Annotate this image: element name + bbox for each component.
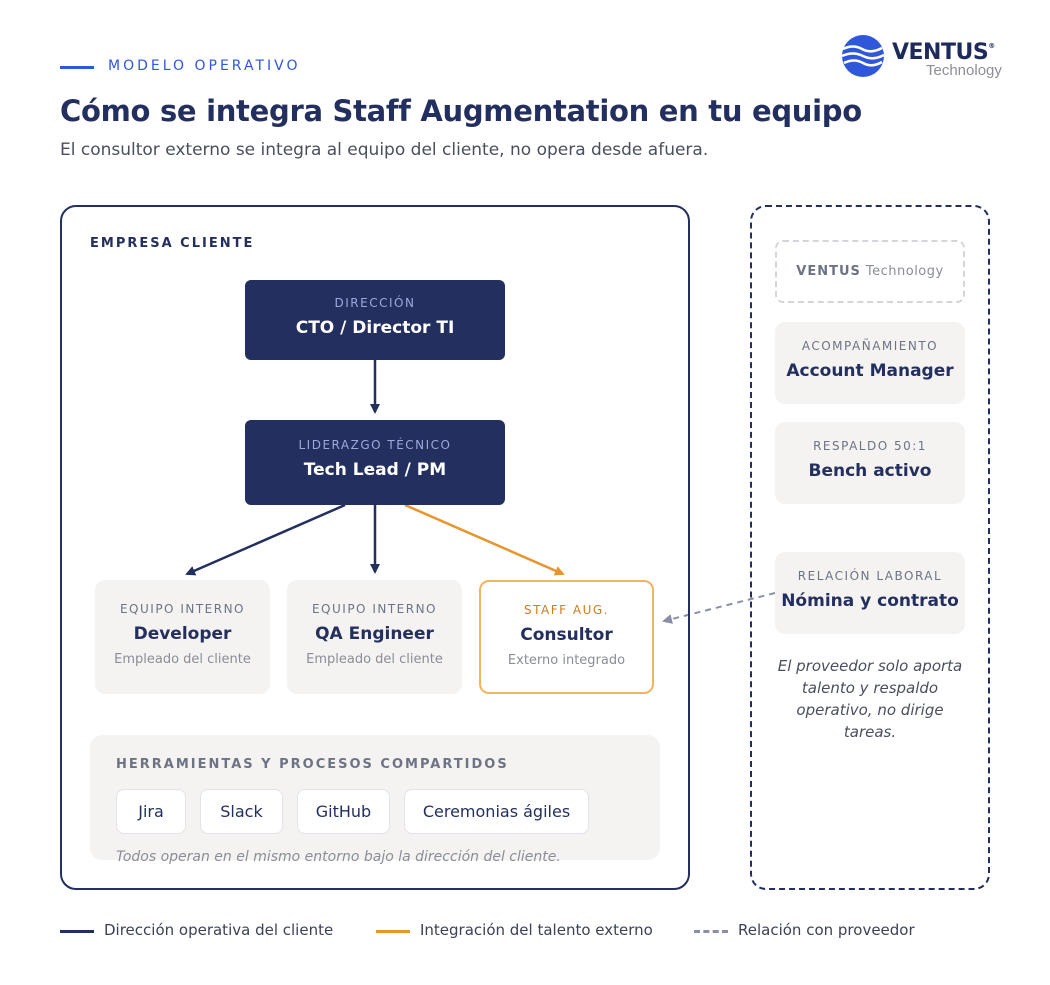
direction-title: CTO / Director TI	[295, 318, 455, 338]
qa-engineer-kicker: EQUIPO INTERNO	[311, 602, 438, 616]
account-manager-kicker: ACOMPAÑAMIENTO	[801, 339, 939, 353]
account-manager-card: ACOMPAÑAMIENTO Account Manager	[775, 322, 965, 404]
tech-lead-kicker: LIDERAZGO TÉCNICO	[298, 438, 452, 452]
arrow-techlead-to-developer	[185, 503, 346, 576]
legend-label-client: Dirección operativa del cliente	[104, 921, 334, 939]
legend-swatch-external	[376, 930, 410, 933]
account-manager-title: Account Manager	[786, 361, 954, 381]
page-subtitle: El consultor externo se integra al equip…	[60, 140, 709, 160]
labor-relation-card: RELACIÓN LABORAL Nómina y contrato	[775, 552, 965, 634]
consultor-subtitle: Externo integrado	[507, 653, 626, 668]
bench-card: RESPALDO 50:1 Bench activo	[775, 422, 965, 504]
ventus-logo: VENTUS® Technology	[840, 34, 1015, 84]
eyebrow-line	[60, 66, 94, 69]
arrow-vendor-to-consultor	[662, 592, 776, 624]
consultor-title: Consultor	[520, 625, 613, 645]
tool-chip-slack: Slack	[200, 789, 283, 834]
labor-relation-kicker: RELACIÓN LABORAL	[797, 569, 943, 583]
shared-tools-label: HERRAMIENTAS Y PROCESOS COMPARTIDOS	[116, 757, 509, 772]
logo-wordmark: VENTUS®	[892, 40, 995, 65]
legend-label-external: Integración del talento externo	[420, 921, 653, 939]
vendor-box	[750, 205, 990, 890]
legend-swatch-client	[60, 930, 94, 933]
client-company-box	[60, 205, 690, 890]
direction-kicker: DIRECCIÓN	[334, 296, 416, 310]
vendor-brand-box: VENTUS Technology	[775, 240, 965, 303]
developer-kicker: EQUIPO INTERNO	[119, 602, 246, 616]
vendor-brand-sub: Technology	[865, 264, 944, 279]
eyebrow-label: MODELO OPERATIVO	[108, 58, 301, 74]
qa-engineer-node: EQUIPO INTERNO QA Engineer Empleado del …	[287, 580, 462, 694]
qa-engineer-title: QA Engineer	[315, 624, 434, 644]
consultor-kicker: STAFF AUG.	[524, 603, 609, 617]
tech-lead-node: LIDERAZGO TÉCNICO Tech Lead / PM	[245, 420, 505, 505]
shared-tools-note: Todos operan en el mismo entorno bajo la…	[116, 849, 561, 865]
developer-title: Developer	[133, 624, 232, 644]
vendor-note: El proveedor solo aporta talento y respa…	[777, 657, 963, 741]
bench-title: Bench activo	[808, 461, 932, 481]
developer-node: EQUIPO INTERNO Developer Empleado del cl…	[95, 580, 270, 694]
tech-lead-title: Tech Lead / PM	[303, 460, 447, 480]
arrow-techlead-to-consultor	[404, 503, 565, 576]
developer-subtitle: Empleado del cliente	[114, 652, 251, 667]
legend-swatch-vendor	[694, 930, 728, 933]
logo-subtitle: Technology	[926, 62, 1002, 79]
direction-node: DIRECCIÓN CTO / Director TI	[245, 280, 505, 360]
legend-label-vendor: Relación con proveedor	[738, 921, 915, 939]
labor-relation-title: Nómina y contrato	[781, 591, 959, 611]
tool-chip-ceremonias: Ceremonias ágiles	[404, 789, 589, 834]
vendor-brand: VENTUS	[796, 264, 861, 279]
tool-chip-jira: Jira	[116, 789, 186, 834]
qa-engineer-subtitle: Empleado del cliente	[306, 652, 443, 667]
bench-kicker: RESPALDO 50:1	[813, 439, 927, 453]
client-company-label: EMPRESA CLIENTE	[90, 236, 255, 251]
tool-chip-github: GitHub	[297, 789, 390, 834]
wind-logo-icon	[841, 35, 885, 77]
consultor-node: STAFF AUG. Consultor Externo integrado	[479, 580, 654, 694]
page-title: Cómo se integra Staff Augmentation en tu…	[60, 94, 862, 128]
